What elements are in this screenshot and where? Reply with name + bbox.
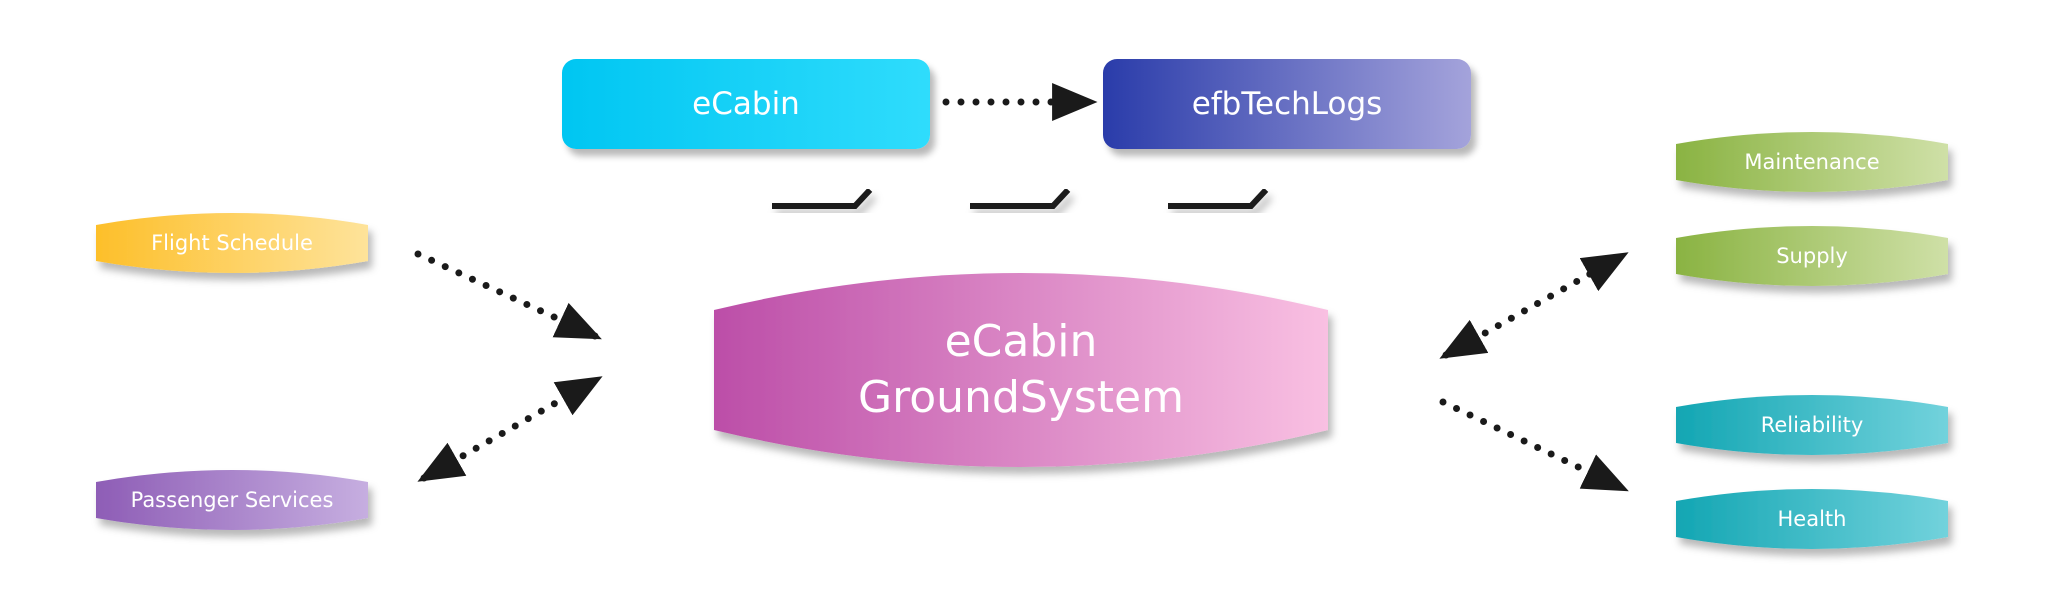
connector-ground-maintenance-supply [1439, 252, 1629, 359]
ground-system-shape [714, 273, 1328, 467]
passenger-services-shape [96, 470, 368, 530]
efbtechlogs-box: efbTechLogs [1103, 59, 1471, 149]
passenger-services-node: Passenger Services [93, 465, 371, 535]
connector-flight-ground [414, 250, 602, 340]
link-glyph [772, 187, 873, 209]
health-shape [1676, 489, 1948, 549]
supply-shape [1676, 226, 1948, 286]
link-glyph [970, 187, 1071, 209]
maintenance-shape [1676, 132, 1948, 192]
connector-passenger-ground [417, 376, 603, 482]
ground-system-node: eCabin GroundSystem [706, 254, 1336, 486]
reliability-node: Reliability [1673, 390, 1951, 460]
supply-node: Supply [1673, 221, 1951, 291]
efbtechlogs-label: efbTechLogs [1191, 86, 1383, 122]
maintenance-node: Maintenance [1673, 127, 1951, 197]
flight-schedule-node: Flight Schedule [93, 208, 371, 278]
flight-schedule-shape [96, 213, 368, 273]
connector-ground-reliability-health [1439, 398, 1629, 492]
ecabin-label: eCabin [692, 86, 800, 122]
reliability-shape [1676, 395, 1948, 455]
ecabin-box: eCabin [562, 59, 930, 149]
link-glyph [1168, 187, 1269, 209]
health-node: Health [1673, 484, 1951, 554]
